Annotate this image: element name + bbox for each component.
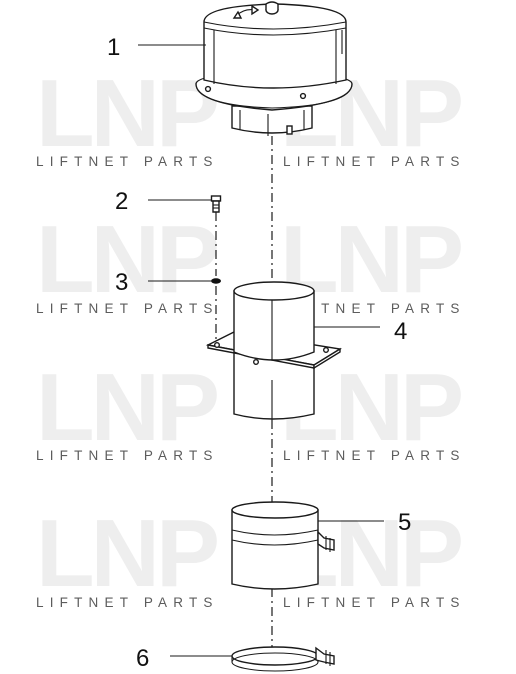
watermark-text: LIFTNET PARTS — [283, 154, 466, 169]
callout-3: 3 — [115, 269, 128, 296]
bolt-icon — [210, 195, 222, 213]
watermark-layer: LNP LNP LIFTNET PARTS LIFTNET PARTS LNP … — [36, 60, 466, 610]
watermark-logo: LNP — [36, 500, 217, 607]
watermark-text: LIFTNET PARTS — [36, 595, 219, 610]
flange-pipe-icon — [205, 281, 342, 420]
watermark-text: LIFTNET PARTS — [283, 595, 466, 610]
callout-1: 1 — [107, 34, 120, 61]
watermark-text: LIFTNET PARTS — [283, 301, 466, 316]
callout-2: 2 — [115, 188, 128, 215]
watermark-logo: LNP — [36, 60, 217, 167]
watermark-text: LIFTNET PARTS — [36, 448, 219, 463]
watermark-text: LIFTNET PARTS — [36, 154, 219, 169]
callout-5: 5 — [398, 509, 411, 536]
hose-clamp-icon — [231, 646, 335, 672]
callout-4: 4 — [394, 318, 407, 345]
watermark-logo: LNP — [36, 354, 217, 461]
watermark-text: LIFTNET PARTS — [36, 301, 219, 316]
callout-6: 6 — [136, 645, 149, 672]
watermark-text: LIFTNET PARTS — [283, 448, 466, 463]
sleeve-with-clamp-icon — [231, 501, 335, 590]
watermark-logo: LNP — [36, 206, 217, 313]
washer-icon — [211, 278, 221, 284]
pre-cleaner-cap-icon — [195, 1, 353, 136]
